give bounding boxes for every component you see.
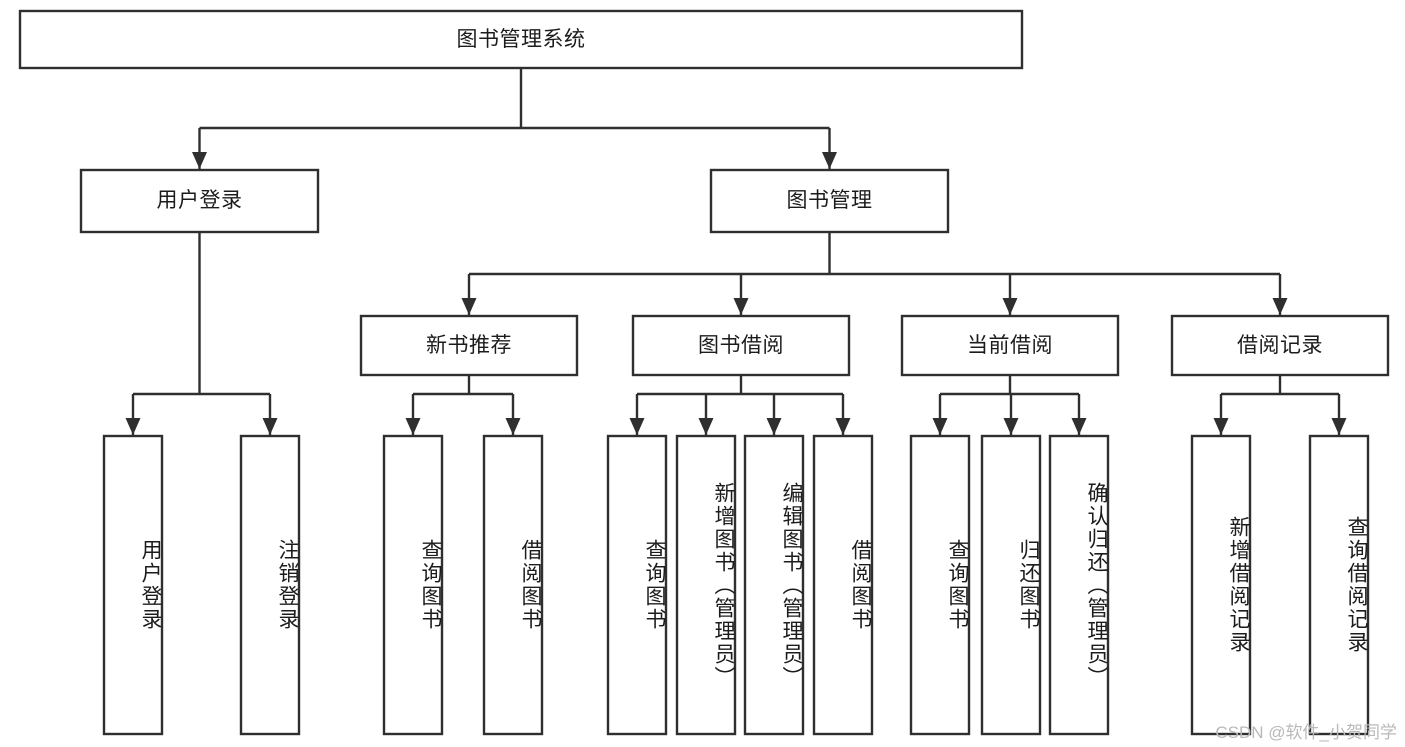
arrow-head-icon — [733, 298, 749, 315]
node-box-leaf-borrow-book-2[interactable] — [812, 434, 874, 736]
node-box-current-borrow[interactable] — [900, 314, 1120, 377]
node-box-root[interactable] — [18, 9, 1024, 70]
node-box-borrow-record[interactable] — [1170, 314, 1390, 377]
arrow-head-icon — [835, 418, 851, 435]
arrow-head-icon — [461, 298, 477, 315]
arrow-head-icon — [1071, 418, 1087, 435]
node-box-leaf-query-book-1[interactable] — [382, 434, 444, 736]
arrow-head-icon — [1272, 298, 1288, 315]
node-box-book-borrow[interactable] — [631, 314, 851, 377]
node-box-leaf-logout[interactable] — [239, 434, 301, 736]
arrow-head-icon — [1003, 418, 1019, 435]
arrow-head-icon — [405, 418, 421, 435]
arrow-head-icon — [192, 152, 207, 169]
node-box-user-login[interactable] — [79, 168, 320, 234]
connectors-layer — [125, 68, 1347, 435]
arrow-head-icon — [1331, 418, 1347, 435]
node-box-leaf-add-record[interactable] — [1190, 434, 1252, 736]
arrow-head-icon — [932, 418, 948, 435]
node-box-leaf-query-record[interactable] — [1308, 434, 1370, 736]
node-box-leaf-query-book-2[interactable] — [606, 434, 668, 736]
arrow-head-icon — [766, 418, 782, 435]
node-box-leaf-edit-book[interactable] — [743, 434, 805, 736]
node-boxes-layer — [18, 9, 1390, 736]
arrow-head-icon — [1213, 418, 1229, 435]
arrow-head-icon — [505, 418, 521, 435]
node-box-leaf-user-login[interactable] — [102, 434, 164, 736]
arrow-head-icon — [698, 418, 714, 435]
arrow-head-icon — [262, 418, 278, 435]
arrow-head-icon — [822, 152, 837, 169]
node-box-leaf-return-book[interactable] — [980, 434, 1042, 736]
node-box-leaf-borrow-book-1[interactable] — [482, 434, 544, 736]
arrow-head-icon — [1002, 298, 1018, 315]
node-box-leaf-add-book[interactable] — [675, 434, 737, 736]
arrow-head-icon — [125, 418, 141, 435]
arrow-head-icon — [629, 418, 645, 435]
node-box-leaf-confirm-return[interactable] — [1048, 434, 1110, 736]
node-box-book-management[interactable] — [709, 168, 950, 234]
node-box-leaf-query-book-3[interactable] — [909, 434, 971, 736]
node-box-new-book-recommend[interactable] — [359, 314, 579, 377]
